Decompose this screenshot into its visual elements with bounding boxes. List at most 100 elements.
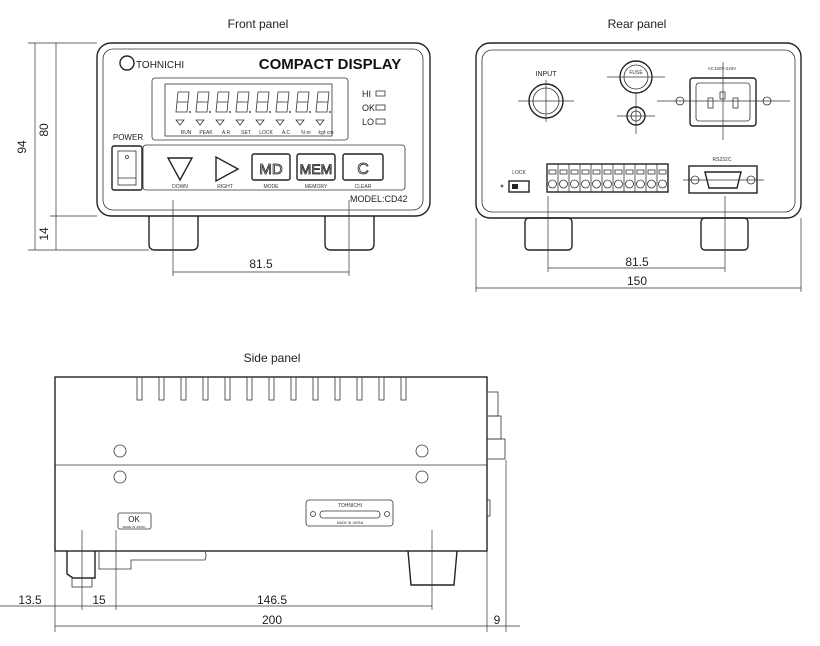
terminal-screw[interactable] [614, 179, 623, 189]
clear-button[interactable]: C [342, 153, 384, 181]
rs232c-label: RS232C [713, 157, 732, 163]
vent-slot [180, 376, 187, 401]
right-label: RIGHT [217, 184, 233, 190]
front-outer-case [96, 42, 431, 217]
indicator-triangle [195, 119, 205, 126]
screw-hole [113, 444, 127, 458]
lamp-lo-label: LO [362, 117, 374, 127]
digit [235, 91, 251, 126]
side-body [54, 376, 488, 552]
svg-text:OK: OK [128, 515, 140, 524]
terminal-block[interactable] [546, 163, 669, 193]
rear-dimensions: 81.5 150 [475, 196, 802, 292]
svg-text:MADE IN JAPAN: MADE IN JAPAN [337, 521, 364, 525]
rear-panel-plate [481, 49, 796, 213]
terminal-screw[interactable] [592, 179, 601, 189]
dim-foot-14: 14 [37, 227, 51, 241]
indicator-triangle [275, 119, 285, 126]
terminal-screw[interactable] [603, 179, 612, 189]
indicator-triangle [295, 119, 305, 126]
rear-panel-view: Rear panel INPUT FUSE AC100V-240V LOCK [475, 17, 802, 292]
svg-text:C: C [357, 161, 369, 178]
screw-hole [113, 470, 127, 484]
svg-text:MADE IN JAPAN: MADE IN JAPAN [123, 525, 146, 529]
vent-slot [246, 376, 253, 401]
rs232c-connector[interactable] [683, 165, 764, 194]
indicator-ar: A.R [222, 130, 231, 136]
seven-segment-digits [175, 91, 331, 126]
power-label: POWER [113, 133, 143, 142]
screw-hole [415, 444, 429, 458]
svg-text:TOHNICHI: TOHNICHI [136, 60, 184, 71]
dim-front-offset: 13.5 [18, 593, 42, 607]
dim-foot-offset: 15 [92, 593, 106, 607]
front-dimensions: 94 80 14 81.5 [15, 42, 350, 276]
ground-terminal[interactable] [617, 94, 655, 134]
terminal-screw[interactable] [570, 179, 579, 189]
indicator-lock: LOCK [259, 130, 273, 136]
digit [175, 91, 191, 126]
terminal-screw[interactable] [625, 179, 634, 189]
down-button[interactable] [166, 157, 194, 182]
digit [215, 91, 231, 126]
display-window [151, 77, 349, 141]
lamp-lo [375, 118, 386, 125]
indicator-triangle [235, 119, 245, 126]
indicator-peak: PEAK [199, 130, 213, 136]
indicator-triangle [175, 119, 185, 126]
indicator-ac: A.C [282, 130, 291, 136]
dim-length-200: 200 [262, 613, 282, 627]
svg-text:MEM: MEM [300, 161, 333, 177]
digit [295, 91, 311, 126]
vent-slot [312, 376, 319, 401]
side-foot-front [66, 551, 96, 579]
indicator-set: SET [241, 130, 251, 136]
mode-button[interactable]: MD [251, 153, 291, 181]
front-bezel [102, 48, 424, 211]
input-connector[interactable] [518, 80, 574, 122]
terminal-screw[interactable] [581, 179, 590, 189]
indicator-nm: N·m [301, 130, 310, 136]
terminal-screw[interactable] [658, 179, 667, 189]
memory-button[interactable]: MEM [296, 153, 336, 181]
rear-foot-left [524, 217, 573, 251]
rear-outer-case [475, 42, 802, 219]
vent-slot [202, 376, 209, 401]
terminal-screw[interactable] [636, 179, 645, 189]
indicator-kgfcm: kgf·cm [319, 130, 334, 136]
right-button[interactable] [215, 155, 240, 183]
terminal-screw[interactable] [559, 179, 568, 189]
down-label: DOWN [172, 184, 188, 190]
rear-foot-right [700, 217, 749, 251]
terminal-screw[interactable] [647, 179, 656, 189]
lock-label: LOCK [512, 170, 526, 176]
dim-height-94: 94 [15, 140, 29, 154]
digit [195, 91, 211, 126]
side-foot-rear [407, 550, 458, 586]
ac-power-inlet[interactable] [657, 62, 790, 140]
clear-label: CLEAR [355, 184, 372, 190]
power-switch[interactable] [111, 145, 143, 191]
memory-label: MEMORY [305, 184, 328, 190]
vent-slot [334, 376, 341, 401]
vent-slot [290, 376, 297, 401]
screw-hole [415, 470, 429, 484]
svg-text:MD: MD [259, 161, 282, 178]
indicator-triangle [315, 119, 325, 126]
dim-rear-feet-span: 81.5 [625, 255, 649, 269]
terminal-screw[interactable] [548, 179, 557, 189]
mode-label: MODE [264, 184, 280, 190]
indicator-run: RUN [181, 130, 192, 136]
vent-slot [400, 376, 407, 401]
vent-slot [378, 376, 385, 401]
vent-slot [158, 376, 165, 401]
digit [275, 91, 291, 126]
dim-width-150: 150 [627, 274, 647, 288]
fuse-holder[interactable]: FUSE [607, 60, 665, 94]
lamp-ok-label: OK [362, 103, 375, 113]
ac-inlet-label: AC100V-240V [708, 66, 737, 71]
dim-body-80: 80 [37, 123, 51, 137]
vent-slots [136, 376, 407, 401]
dim-side-feet-span: 146.5 [257, 593, 287, 607]
lock-switch[interactable] [500, 180, 530, 193]
